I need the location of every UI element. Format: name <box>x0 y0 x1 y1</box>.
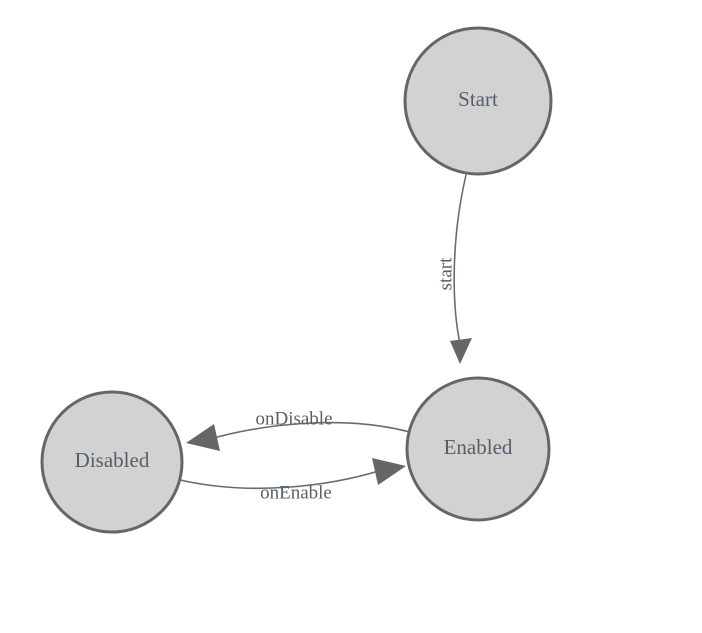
edge-label-on-disable: onDisable <box>255 408 332 429</box>
state-node-start[interactable]: Start <box>403 26 553 176</box>
state-node-enabled[interactable]: Enabled <box>405 376 551 522</box>
edge-line-start <box>453 174 467 345</box>
state-node-circle-start <box>403 26 553 176</box>
arrowhead-icon-on-enable <box>372 458 406 485</box>
state-node-label-start: Start <box>458 87 498 111</box>
edge-line-on-enable <box>175 469 383 490</box>
edge-line-on-disable <box>209 421 411 440</box>
state-node-label-enabled: Enabled <box>444 435 513 459</box>
edge-disabled-to-enabled[interactable]: onEnable <box>175 458 406 503</box>
arrowhead-icon-on-disable <box>186 424 220 451</box>
edge-enabled-to-disabled[interactable]: onDisable <box>186 408 411 451</box>
edge-label-on-enable: onEnable <box>260 482 332 503</box>
state-node-disabled[interactable]: Disabled <box>40 390 184 534</box>
state-node-label-disabled: Disabled <box>75 448 150 472</box>
arrowhead-icon-start <box>450 338 472 364</box>
edge-start-to-enabled[interactable]: start <box>435 174 472 364</box>
state-node-circle-enabled <box>405 376 551 522</box>
edge-label-start: start <box>435 257 456 290</box>
state-node-circle-disabled <box>40 390 184 534</box>
